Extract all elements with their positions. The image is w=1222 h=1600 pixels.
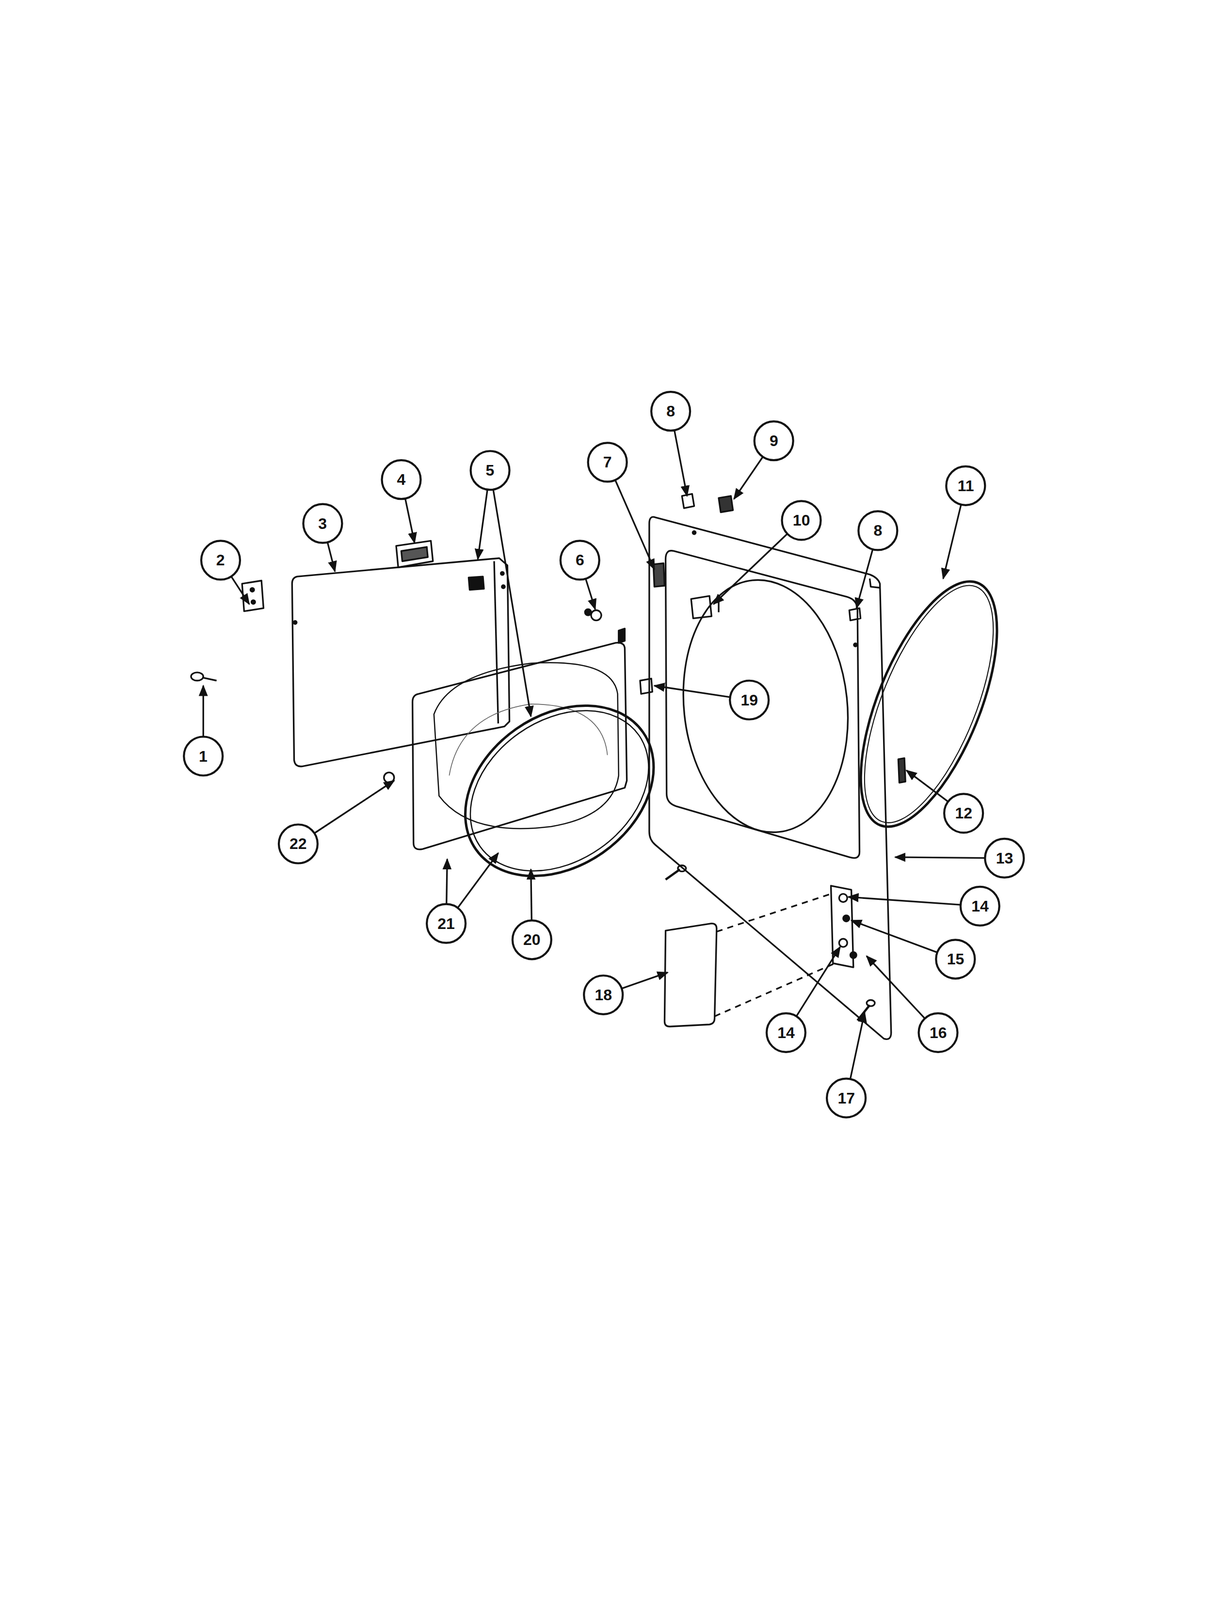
callout-number: 11 [957,478,975,494]
hinge [241,580,264,612]
leader-line [457,852,499,908]
callout-circle [782,500,821,540]
callout-circle [766,1013,806,1053]
seal-ring [832,563,1026,845]
leader-line [405,498,415,543]
callout-circle [944,793,983,833]
leader-line [895,857,985,859]
leader-line [446,859,448,905]
leader-line [856,549,873,609]
door-gasket [432,670,687,912]
leader-line [906,770,949,802]
callout-circle [651,391,691,431]
callout-number: 5 [485,462,495,479]
callout-circle [754,421,794,461]
leader-line [674,430,688,496]
callout-number: 15 [947,951,965,967]
callout-number: 14 [971,898,989,915]
callout-number: 12 [955,805,973,821]
callout-circle [960,886,1000,926]
callout-number: 8 [873,522,883,539]
leader-line [314,780,394,834]
access-cover [664,923,717,1028]
inner-door [412,643,628,850]
front-panel [649,516,892,1040]
callout-number: 9 [769,433,779,449]
callout-circle [560,540,600,580]
callout-circle [183,737,223,776]
callout-circle [426,904,466,944]
leader-line [585,578,596,610]
leader-line [796,947,840,1017]
callout-number: 2 [216,552,226,568]
callout-number: 7 [603,454,612,470]
leader-line [530,869,532,921]
callout-circle [278,824,318,864]
callout-circle [826,1078,866,1118]
callout-number: 4 [396,471,406,488]
callout-circle [512,920,552,960]
callout-circle [201,540,241,580]
leader-line [943,504,962,579]
callout-circle [946,466,985,506]
door-opening [671,571,860,841]
callout-circle [583,975,623,1015]
leader-line [202,685,205,737]
leader-line [621,972,668,989]
callout-circle [382,460,421,499]
callout-number: 1 [198,748,208,765]
clip [681,494,694,509]
latch [396,540,434,568]
leader-line [866,956,925,1019]
leader-line [327,542,335,572]
callout-circle [588,442,628,482]
callout-circle [470,450,510,490]
callout-circle [984,838,1024,878]
leader-line [850,1012,865,1080]
callout-circle [303,504,342,544]
callout-circle [935,939,975,979]
callout-number: 10 [792,512,811,529]
leader-line [848,897,961,905]
callout-number: 20 [523,932,541,948]
callout-number: 21 [437,916,455,932]
callout-number: 8 [666,403,676,419]
leader-line [615,480,655,570]
callout-circle [729,680,769,720]
callout-number: 16 [929,1025,948,1041]
leader-line [734,456,763,499]
leader-line [654,685,730,698]
leader-line [851,920,938,953]
callout-circle [858,511,898,550]
leader-line [493,489,531,717]
leader-line [713,533,788,605]
callout-number: 22 [289,836,307,852]
callout-number: 3 [318,515,327,532]
callout-number: 13 [996,850,1014,867]
outer-door-panel [291,558,510,767]
callout-number: 17 [837,1090,855,1107]
leader-line [477,489,488,560]
callout-number: 6 [575,552,585,568]
leader-line [231,576,250,605]
callout-number: 14 [777,1025,795,1041]
strike-bracket [691,595,712,619]
callout-circle [918,1013,958,1053]
screw [191,672,217,681]
callout-number: 18 [594,987,612,1003]
callout-number: 19 [740,692,758,708]
